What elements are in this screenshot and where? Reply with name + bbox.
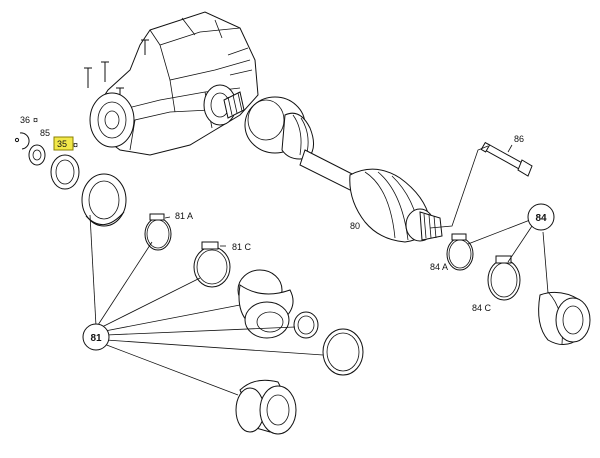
large-o-ring: [322, 328, 364, 376]
label-85: 85: [40, 128, 50, 138]
boot-84: [538, 291, 591, 345]
axle-shaft-assembly: [223, 91, 443, 243]
differential-housing: [84, 11, 259, 156]
small-o-ring: [293, 311, 319, 339]
washer-85: [28, 144, 46, 166]
callout-hub-84: 84: [527, 203, 555, 231]
label-84c: 84 C: [472, 303, 492, 313]
label-81: 81: [90, 333, 102, 344]
label-84: 84: [535, 213, 547, 224]
circlip: [14, 132, 30, 150]
hose-clamp-81c: [193, 241, 231, 288]
star-icon: ¤: [33, 115, 38, 125]
callout-hub-81: 81: [82, 323, 110, 351]
label-81c: 81 C: [232, 242, 252, 252]
flanged-cup: [235, 379, 297, 435]
label-36: 36: [20, 115, 30, 125]
hose-clamp-84c: [487, 255, 521, 301]
hose-clamp-81a: [144, 213, 172, 251]
star-icon: ¤: [73, 140, 78, 150]
leader-lines: [89, 144, 549, 396]
bolt: [480, 141, 533, 177]
highlight-box-35: [53, 136, 74, 151]
star-markers: ¤ ¤: [33, 115, 78, 150]
seal-ring-35: [50, 154, 80, 190]
label-81a: 81 A: [175, 211, 193, 221]
label-35[interactable]: 35: [57, 139, 67, 149]
hose-clamp-84a: [446, 233, 474, 271]
part-labels: 36 85 35 86 80 81 A 81 C 84 A 84 C: [20, 115, 524, 313]
label-86: 86: [514, 134, 524, 144]
boot-flange-ring: [81, 173, 127, 227]
label-84a: 84 A: [430, 262, 448, 272]
label-80: 80: [350, 221, 360, 231]
